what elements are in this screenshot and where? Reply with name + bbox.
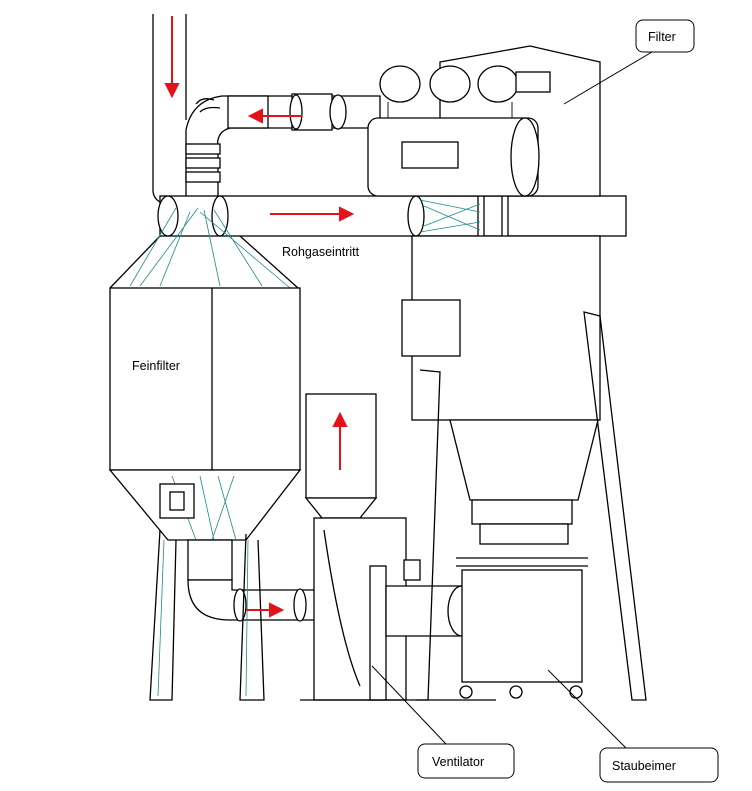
arrow-up-icon — [332, 411, 348, 470]
staubeimer-label: Staubeimer — [612, 759, 676, 773]
ventilator-label: Ventilator — [432, 755, 484, 769]
main-filter-housing — [367, 45, 601, 545]
filter-label: Filter — [648, 30, 676, 44]
inlet-duct-vertical — [152, 14, 187, 203]
upper-pipe — [185, 93, 381, 201]
arrow-left-icon — [247, 108, 302, 124]
staubeimer-callout: Staubeimer — [547, 669, 719, 783]
arrow-down-icon — [164, 16, 180, 99]
filter-callout: Filter — [563, 19, 695, 105]
rohgaseintritt-label: Rohgaseintritt — [282, 245, 360, 259]
arrow-right-icon — [270, 206, 355, 222]
arrow-right-icon — [246, 602, 285, 618]
ventilator-callout: Ventilator — [371, 665, 515, 779]
staubeimer-cart — [401, 299, 647, 701]
feinfilter-unit — [108, 207, 319, 701]
flow-arrows — [164, 16, 355, 618]
raw-gas-duct — [157, 187, 627, 245]
feinfilter-label: Feinfilter — [132, 359, 180, 373]
ventilator-unit — [300, 393, 496, 701]
